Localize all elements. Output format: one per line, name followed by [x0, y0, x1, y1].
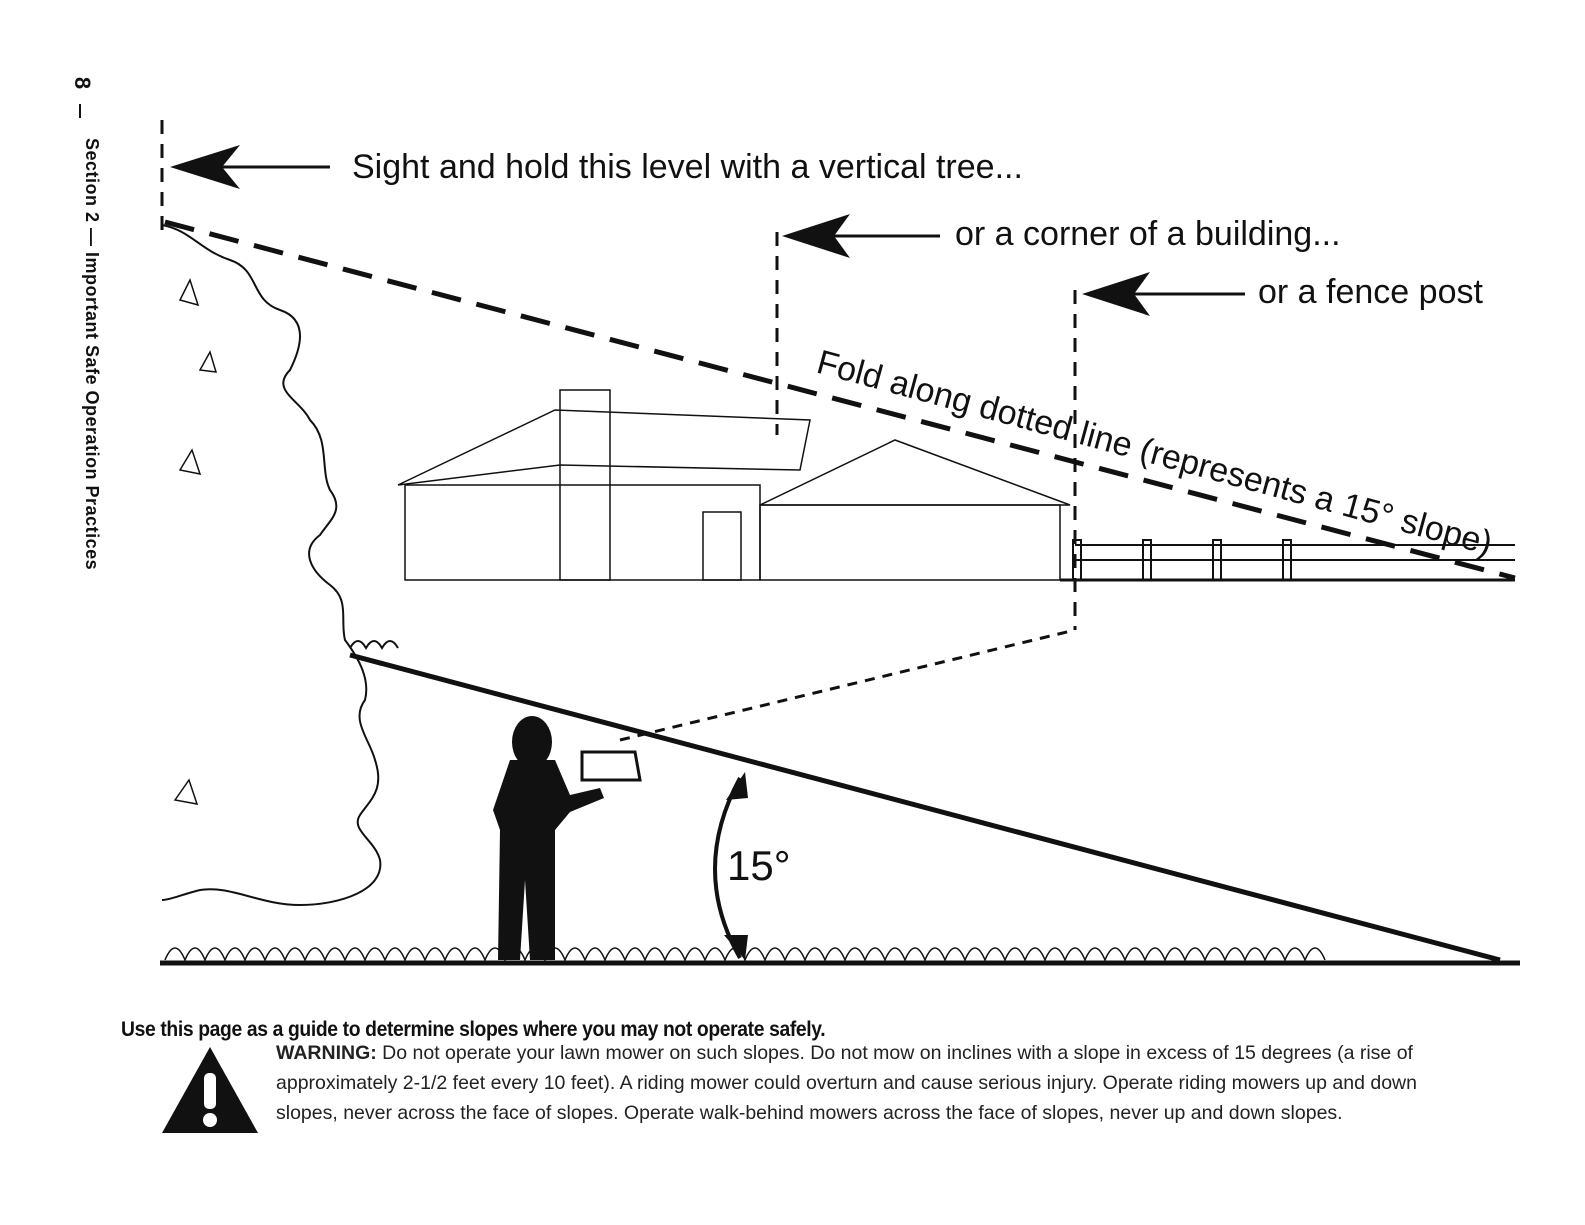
tree-arrow-icon: [170, 145, 330, 189]
callout-fence: or a fence post: [1258, 273, 1483, 311]
section-label: Section 2 — Important Safe Operation Pra…: [82, 138, 102, 571]
slope-ground-line: [349, 652, 1501, 963]
slope-guide-illustration: Sight and hold this level with a vertica…: [160, 120, 1520, 966]
angle-label: 15°: [727, 842, 791, 889]
fence-drawing: [1060, 539, 1515, 582]
sidebar-divider: [79, 104, 81, 118]
eye-sight-line: [619, 628, 1076, 742]
warning-paragraph: WARNING: Do not operate your lawn mower …: [276, 1038, 1476, 1128]
building-arrow-icon: [782, 214, 940, 258]
tree-outline: [161, 224, 382, 907]
warning-body: Do not operate your lawn mower on such s…: [276, 1042, 1417, 1124]
fold-label: Fold along dotted line (represents a 15°…: [813, 343, 1496, 563]
slope-grass: [349, 640, 399, 651]
callout-building: or a corner of a building...: [955, 215, 1341, 253]
angle-arrow-up-icon: [726, 772, 748, 800]
warning-label: WARNING:: [276, 1042, 377, 1064]
person-silhouette: [493, 716, 604, 960]
building-drawing: [397, 389, 1071, 581]
fold-dotted-line: [164, 219, 1516, 581]
tree-leaves: [173, 278, 218, 805]
callout-tree: Sight and hold this level with a vertica…: [352, 148, 1023, 186]
angle-arrow-down-icon: [724, 935, 748, 960]
sighting-card: [580, 750, 642, 782]
fence-arrow-icon: [1082, 272, 1245, 316]
page-caption: Use this page as a guide to determine sl…: [121, 1018, 826, 1041]
warning-triangle-icon: [162, 1047, 258, 1133]
